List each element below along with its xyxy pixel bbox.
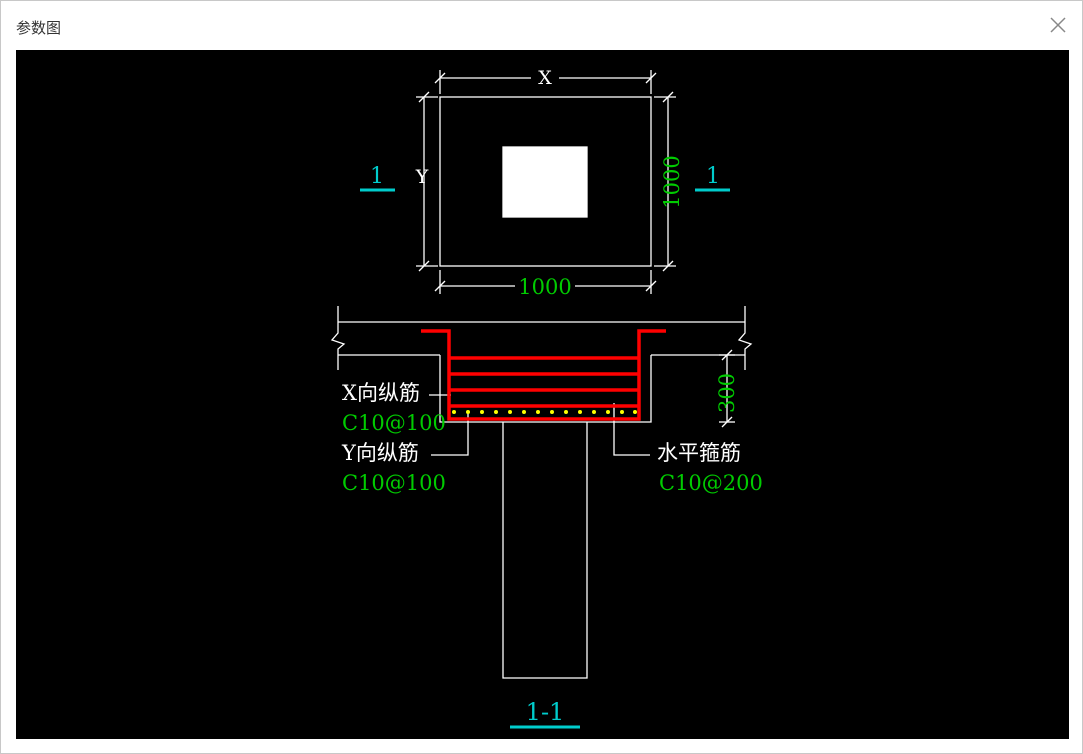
cut-label-left: 1: [370, 164, 384, 189]
hoop-spec: C10@200: [659, 471, 763, 495]
x-rebar-label: X向纵筋: [342, 381, 420, 405]
parameter-drawing: X Y 1000 1000 1 1: [330, 67, 763, 729]
rebar-cage: [421, 329, 666, 421]
leader-hoop: [613, 403, 650, 456]
close-icon: [1050, 17, 1066, 33]
dim-thickness-value: 300: [715, 373, 739, 413]
column-outline: [502, 422, 588, 679]
title-bar: 参数图: [1, 1, 1082, 49]
cap-outline: [439, 355, 652, 423]
x-rebar-spec: C10@100: [342, 411, 446, 435]
dim-width-value: 1000: [518, 275, 571, 299]
rebar-left-hook: [421, 329, 666, 421]
dim-y-label: Y: [415, 166, 429, 188]
dim-height-value: 1000: [660, 155, 684, 208]
hoop-label: 水平箍筋: [657, 441, 741, 465]
plan-column: [502, 146, 588, 218]
y-rebar-label: Y向纵筋: [341, 441, 419, 465]
leader-y-rebar: [431, 412, 469, 456]
section-view: [330, 306, 753, 679]
dim-x-label: X: [538, 67, 552, 89]
close-button[interactable]: [1046, 13, 1070, 37]
rebar-dots: [452, 410, 637, 414]
plan-cap-outline: [439, 96, 652, 267]
section-title: 1-1: [526, 698, 565, 726]
y-rebar-spec: C10@100: [342, 471, 446, 495]
cut-label-right: 1: [706, 164, 720, 189]
break-line-right: [737, 306, 753, 370]
plan-view: [416, 70, 676, 294]
break-line-left: [330, 306, 346, 370]
window-title: 参数图: [16, 19, 62, 37]
drawing-canvas: X Y 1000 1000 1 1: [16, 50, 1069, 739]
